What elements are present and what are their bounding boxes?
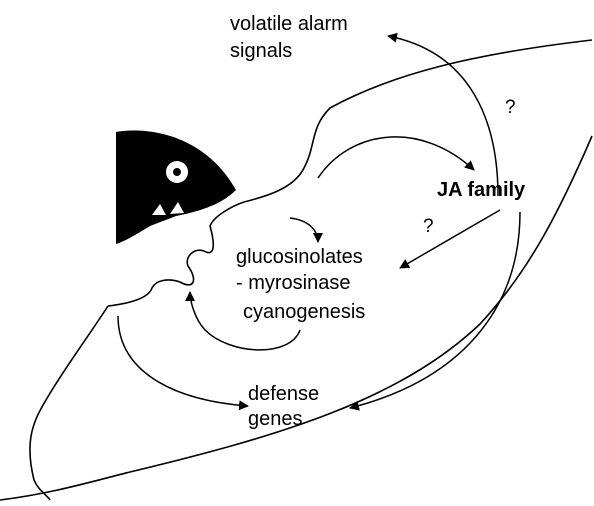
arrow-to-defense-genes: [118, 316, 248, 406]
fish-head-icon: [116, 130, 236, 244]
arrow-ja-to-defense: [350, 212, 520, 408]
leaf-outline: [0, 40, 592, 500]
arrow-leaf-to-glucosinolates: [290, 218, 318, 242]
volatile-label-line1: volatile alarm: [230, 13, 348, 35]
cyanogenesis-label: cyanogenesis: [243, 301, 365, 323]
arrow-ja-to-glucosinolates: [400, 210, 500, 268]
volatile-label-line2: signals: [230, 40, 292, 62]
defense-label-line2: genes: [248, 408, 303, 430]
ja-family-label: JA family: [437, 179, 526, 201]
glucosinolates-label-line1: glucosinolates: [236, 246, 363, 268]
question-mark-mid: ?: [423, 216, 434, 237]
question-mark-top: ?: [505, 97, 516, 118]
glucosinolates-label-line2: - myrosinase: [236, 272, 350, 294]
arrow-to-ja-family: [318, 137, 474, 178]
defense-label-line1: defense: [248, 383, 319, 405]
arrow-to-volatile: [388, 36, 498, 196]
